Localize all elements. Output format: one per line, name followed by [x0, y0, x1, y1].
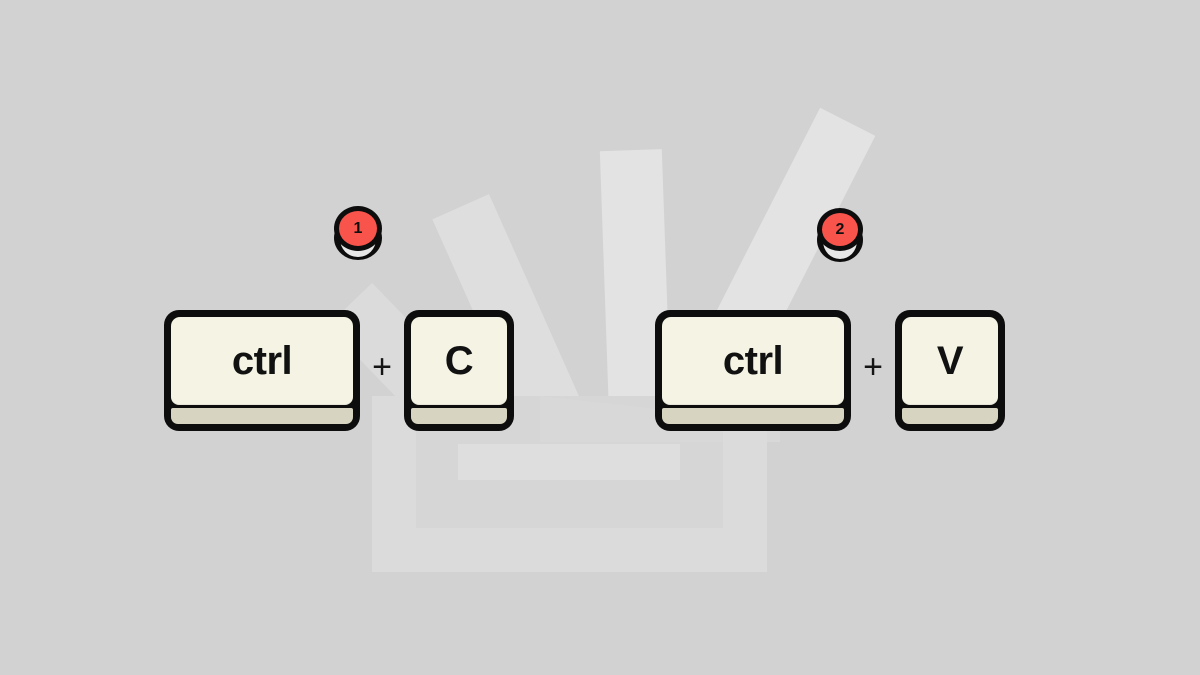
key-ctrl-left[interactable]: ctrl: [164, 309, 360, 431]
key-edge-v: [902, 407, 998, 424]
step-badge-2: 2: [817, 208, 863, 262]
badge-number-1: 1: [353, 219, 363, 237]
key-face-ctrl-left: ctrl: [171, 316, 353, 405]
key-face-c: C: [411, 316, 507, 405]
key-edge-ctrl-right: [662, 407, 844, 424]
key-face-ctrl-right: ctrl: [662, 316, 844, 405]
key-label-v: V: [936, 338, 964, 383]
shortcut-group-copy: ctrl + C: [164, 302, 514, 438]
step-badge-1: 1: [334, 206, 382, 260]
key-v[interactable]: V: [895, 309, 1005, 431]
key-label-ctrl-left: ctrl: [231, 338, 293, 383]
keyboard-shortcut-row: ctrl + C ctrl +: [0, 302, 1200, 438]
badge-disc-1: 1: [334, 206, 382, 251]
badge-number-2: 2: [835, 220, 845, 238]
plus-separator-paste: +: [863, 348, 883, 386]
shortcut-group-paste: ctrl + V: [655, 302, 1005, 438]
key-c[interactable]: C: [404, 309, 514, 431]
key-edge-ctrl-left: [171, 407, 353, 424]
plus-separator-copy: +: [372, 348, 392, 386]
key-edge-c: [411, 407, 507, 424]
key-face-v: V: [902, 316, 998, 405]
badge-disc-2: 2: [817, 208, 863, 251]
tray-base: [372, 528, 767, 572]
key-label-c: C: [444, 338, 474, 383]
key-label-ctrl-right: ctrl: [722, 338, 784, 383]
key-ctrl-right[interactable]: ctrl: [655, 309, 851, 431]
tray-inner-bar: [458, 444, 680, 480]
